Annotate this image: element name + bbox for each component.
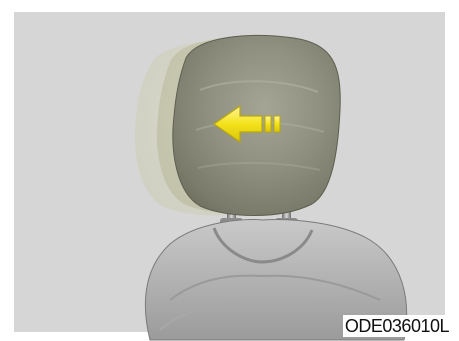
- figure-code-label: ODE036010L: [343, 315, 451, 337]
